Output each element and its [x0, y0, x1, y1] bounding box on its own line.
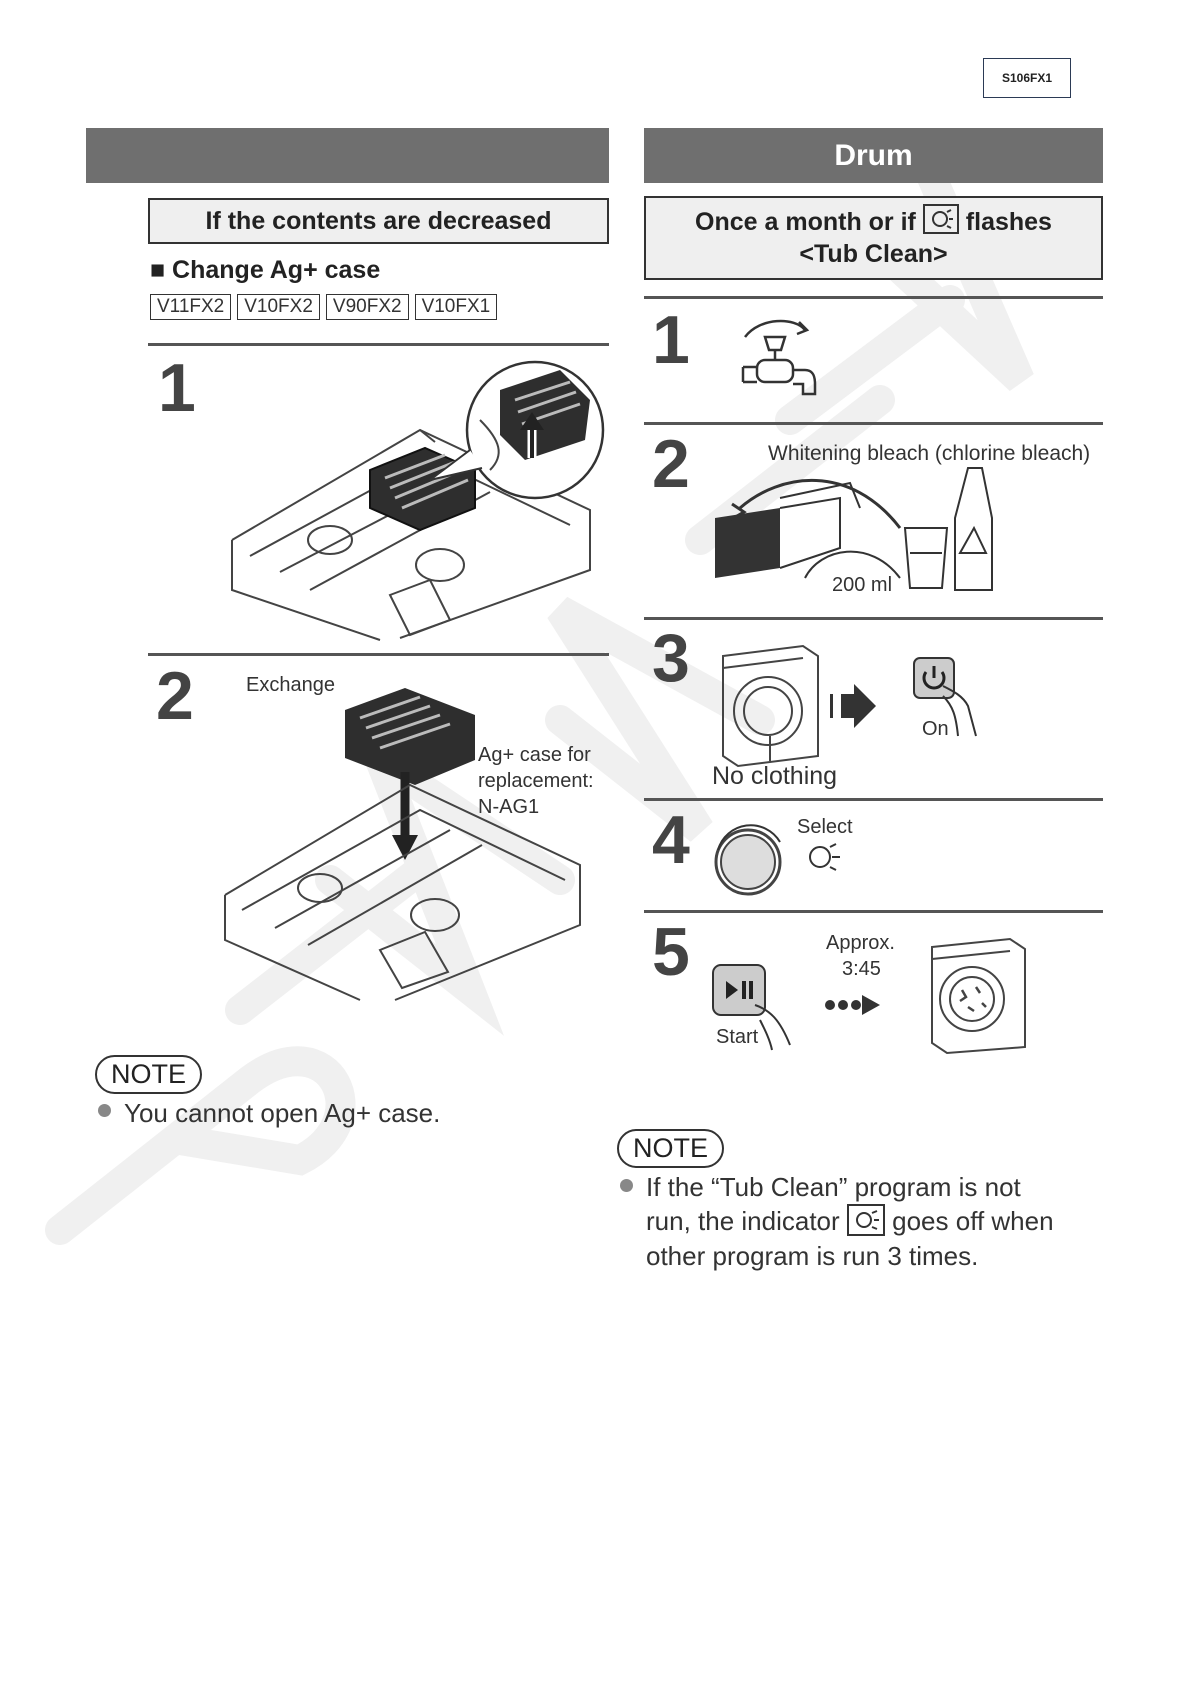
washer-illustration — [718, 636, 1018, 766]
note-line: If the “Tub Clean” program is not — [646, 1170, 1116, 1204]
drawer-illustration — [220, 360, 610, 645]
right-step-number: 3 — [652, 624, 690, 692]
subheading-text: flashes — [966, 208, 1052, 236]
tap-icon — [735, 312, 825, 410]
right-step-number: 1 — [652, 306, 690, 374]
right-subheading: Once a month or if flashes <Tub Clean> — [644, 196, 1103, 280]
right-step1-rule — [644, 296, 1103, 299]
model-tag: V10FX2 — [237, 294, 320, 320]
note-line-part: goes off when — [892, 1206, 1053, 1236]
model-tag: V90FX2 — [326, 294, 409, 320]
note-line: other program is run 3 times. — [646, 1239, 1116, 1273]
note-line-part: run, the indicator — [646, 1206, 840, 1236]
right-step-number: 4 — [652, 806, 690, 874]
model-tag: V10FX1 — [415, 294, 498, 320]
tub-clean-icon — [800, 842, 848, 872]
model-tag: V11FX2 — [150, 294, 231, 320]
right-note-bullet — [620, 1179, 633, 1197]
select-label: Select — [797, 816, 853, 839]
left-step2-rule — [148, 653, 609, 656]
model-code-box: S106FX1 — [983, 58, 1071, 98]
on-label: On — [922, 718, 949, 741]
right-note-text: If the “Tub Clean” program is not run, t… — [646, 1170, 1116, 1273]
left-note-text: You cannot open Ag+ case. — [124, 1096, 440, 1130]
subheading-text: Once a month or if — [695, 208, 916, 236]
exchange-illustration — [220, 670, 590, 1000]
bleach-label: Whitening bleach (chlorine bleach) — [768, 442, 1090, 466]
right-step4-rule — [644, 798, 1103, 801]
note-label: NOTE — [617, 1129, 724, 1168]
bullet-icon — [620, 1179, 633, 1192]
right-banner: Drum — [644, 128, 1103, 183]
left-step-number: 2 — [156, 662, 194, 730]
tub-clean-icon — [923, 204, 959, 234]
note-label: NOTE — [95, 1055, 202, 1094]
section-title: ■ Change Ag+ case — [150, 256, 380, 285]
tub-clean-icon — [847, 1204, 885, 1236]
start-illustration — [710, 935, 1030, 1055]
right-step3-rule — [644, 617, 1103, 620]
left-step1-rule — [148, 343, 609, 346]
right-step5-rule — [644, 910, 1103, 913]
bleach-illustration — [710, 468, 1010, 596]
right-step2-rule — [644, 422, 1103, 425]
dial-icon — [710, 820, 790, 900]
note-line: run, the indicator goes off when — [646, 1204, 1116, 1239]
bullet-icon — [98, 1104, 111, 1117]
left-note-bullet — [98, 1104, 111, 1122]
left-subheading: If the contents are decreased — [148, 198, 609, 244]
play-pause-icon — [713, 965, 765, 1015]
right-step-number: 5 — [652, 918, 690, 986]
right-step-number: 2 — [652, 430, 690, 498]
left-banner — [86, 128, 609, 183]
no-clothing-label: No clothing — [712, 762, 837, 791]
subheading-program: <Tub Clean> — [646, 240, 1101, 269]
left-step-number: 1 — [158, 354, 196, 422]
